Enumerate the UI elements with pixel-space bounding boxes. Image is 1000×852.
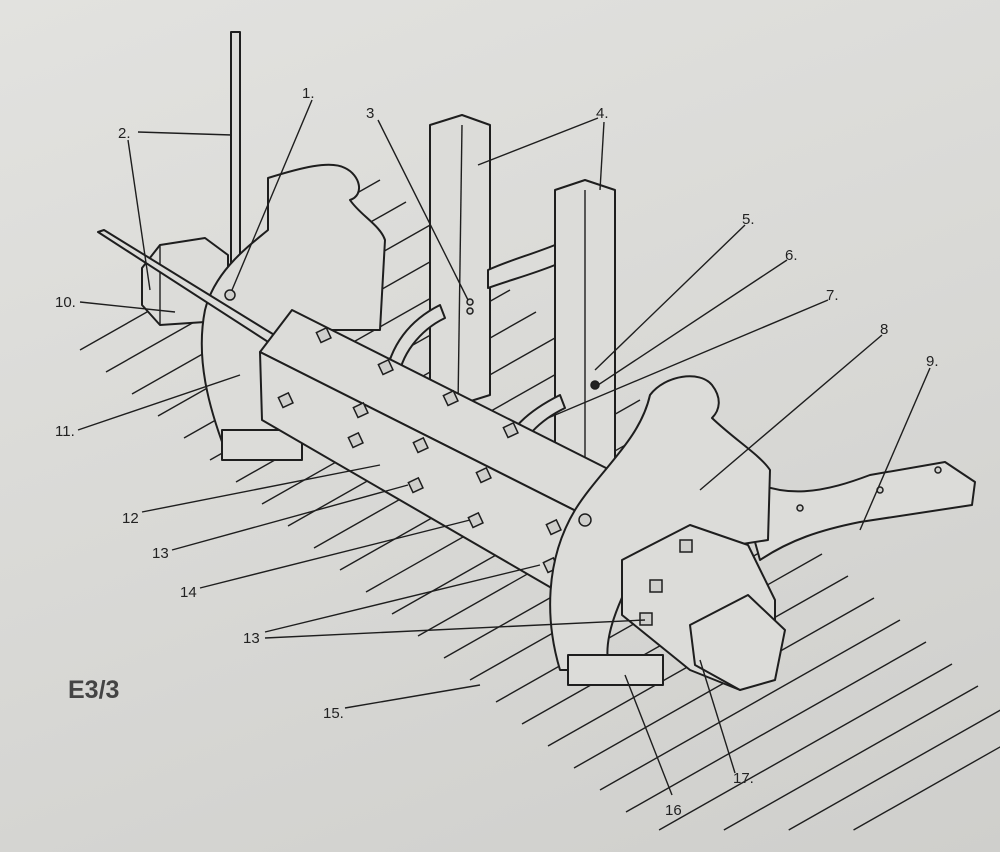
right-knee-foot — [567, 654, 664, 686]
label-14: 14 — [180, 584, 197, 601]
block-hole — [639, 612, 653, 626]
hatch-line — [788, 709, 1000, 831]
block-hole — [679, 539, 693, 553]
left-strap — [384, 304, 446, 383]
beam-hole — [467, 511, 484, 529]
label-5: 5. — [742, 211, 755, 228]
beam-hole — [377, 358, 394, 376]
beam-hole — [502, 421, 519, 439]
right-knee-bolt — [578, 513, 592, 527]
post-bolt — [466, 307, 474, 315]
beam-hole — [277, 391, 294, 409]
label-3: 3 — [366, 105, 374, 122]
label-10: 10. — [55, 294, 76, 311]
label-13-upper: 13 — [152, 545, 169, 562]
beam-hole — [347, 431, 364, 449]
beam-holes — [277, 326, 562, 574]
label-4: 4. — [596, 105, 609, 122]
left-post-edge — [457, 124, 463, 406]
hatch-line — [658, 663, 953, 831]
label-16: 16 — [665, 802, 682, 819]
arm-bolt — [934, 466, 942, 474]
right-block-end — [689, 594, 786, 691]
label-2: 2. — [118, 125, 131, 142]
label-9: 9. — [926, 353, 939, 370]
left-knee-bolt — [224, 289, 236, 301]
hatch-line — [723, 685, 979, 831]
label-7: 7. — [826, 287, 839, 304]
label-17: 17. — [733, 770, 754, 787]
label-1: 1. — [302, 85, 315, 102]
label-15: 15. — [323, 705, 344, 722]
vertical-rod — [230, 31, 241, 283]
beam-hole — [407, 476, 424, 494]
beam-hole — [475, 466, 492, 484]
label-13-lower: 13 — [243, 630, 260, 647]
block-hole — [649, 579, 663, 593]
label-6: 6. — [785, 247, 798, 264]
label-11: 11. — [55, 423, 75, 440]
back-plank — [487, 244, 556, 289]
post-bolt — [590, 380, 600, 390]
curved-arm — [734, 461, 976, 561]
hatch-line — [853, 746, 1000, 831]
beam-hole — [545, 518, 562, 536]
right-knee — [549, 375, 771, 671]
label-8: 8 — [880, 321, 888, 338]
hatch-line — [599, 619, 901, 791]
beam-hole — [352, 401, 369, 419]
label-12: 12 — [122, 510, 139, 527]
arm-bolt — [796, 504, 804, 512]
leader-lines — [77, 99, 931, 796]
beam-hole — [412, 436, 429, 454]
figure-code: E3/3 — [68, 676, 119, 704]
beam-hole — [315, 326, 332, 344]
post-bolt — [466, 298, 474, 306]
beam-hole — [442, 389, 459, 407]
hatch-line — [625, 641, 927, 813]
